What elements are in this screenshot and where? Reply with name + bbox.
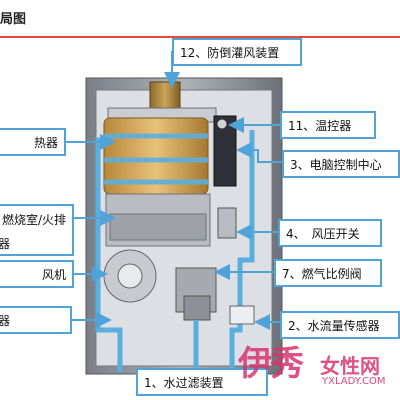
watermark-url: YXLADY.COM xyxy=(322,376,386,387)
flow-sensor xyxy=(229,305,255,325)
label-flow-sensor: 2、水流量传感器 xyxy=(280,311,400,339)
label-heat-exchanger: 热器 xyxy=(0,128,66,156)
label-gas-valve: 7、燃气比例阀 xyxy=(274,259,382,287)
label-anti-backdraft: 12、防倒灌风装置 xyxy=(172,38,302,66)
label-control-center: 3、电脑控制中心 xyxy=(282,150,400,178)
watermark-logo: 伊秀 xyxy=(238,344,304,384)
label-pressure-switch: 4、 风压开关 xyxy=(278,219,382,247)
arrow-3 xyxy=(236,142,292,163)
watermark-text: 女性网 xyxy=(320,354,380,378)
gas-valve-body xyxy=(183,295,211,321)
label-thermostat: 11、温控器 xyxy=(280,111,376,139)
title-divider xyxy=(0,36,400,38)
label-combustion-cont: 器 xyxy=(0,232,74,256)
pressure-switch xyxy=(217,207,237,239)
label-fan: 风机 xyxy=(0,260,74,288)
exchanger-coil xyxy=(104,133,208,185)
label-combustion: 燃烧室/火排 xyxy=(0,204,74,232)
thermostat xyxy=(216,118,228,130)
burner-rack xyxy=(109,213,207,241)
label-water-filter: 1、水过滤装置 xyxy=(136,368,268,396)
diagram-title: 局图 xyxy=(0,12,27,27)
water-pipe-hot xyxy=(95,137,123,372)
fan-hub xyxy=(117,263,143,289)
label-igniter: 器 xyxy=(0,306,72,334)
water-pipe-cold xyxy=(229,130,255,372)
